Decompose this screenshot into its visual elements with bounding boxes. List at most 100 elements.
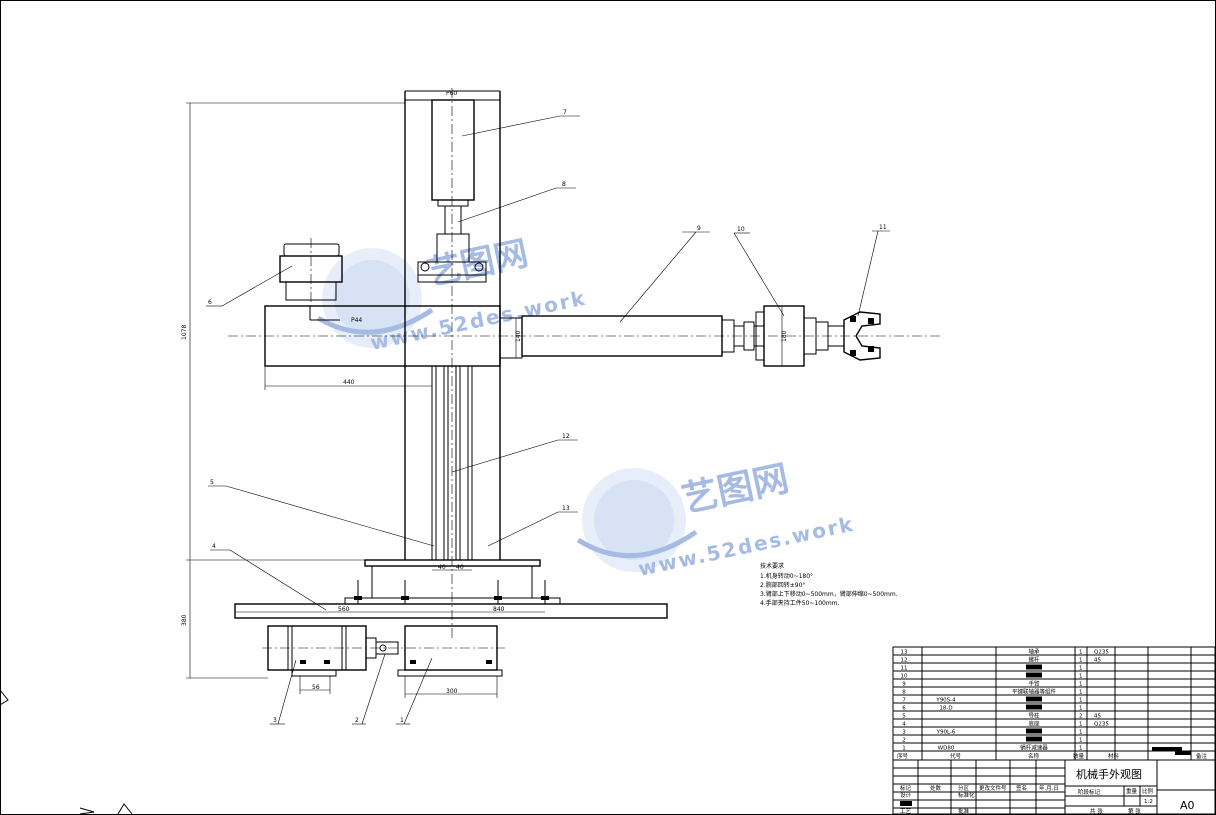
dim-top-width: P60: [446, 90, 457, 97]
hdr-remark: 备注: [1196, 752, 1208, 760]
tb-label-mark: 标记: [900, 784, 912, 792]
dimension-texts: P60 1078 380 P44 440 140 180 40 40 560 8…: [181, 90, 788, 695]
guide-columns: [431, 366, 473, 560]
tb-role-approve: 批准: [958, 807, 970, 815]
dim-base-right: 840: [493, 606, 505, 613]
hdr-code: 代号: [950, 752, 962, 760]
parts-cell-no: 12: [901, 658, 908, 664]
parts-cell-material: 45: [1094, 658, 1101, 664]
balloon-4: 4: [212, 543, 216, 550]
balloon-1: 1: [400, 717, 404, 724]
tech-item-3: 3.臂部上下移动0~500mm，臂部伸缩0~500mm.: [760, 590, 898, 598]
dim-base-height: 380: [181, 614, 188, 626]
watermark-lower: 艺图网 www.52des.work: [576, 458, 857, 581]
parts-cell-qty: 1: [1079, 650, 1083, 656]
arm-housing: [228, 305, 940, 367]
parts-cell-name: 平键联轴器等组件: [1012, 688, 1057, 696]
tb-label-zone: 分区: [958, 784, 970, 792]
title-block: 标记 处数 分区 更改文件号 签名 年.月.日 设计 标准化 工艺 批准 机械手…: [892, 759, 1216, 815]
parts-cell-no: 3: [902, 730, 906, 736]
hdr-name: 名称: [1028, 752, 1040, 760]
tb-role-process: 工艺: [900, 808, 912, 815]
balloon-labels: 7 8 9 10 11 6 12 5 13 4 3 2 1: [208, 109, 887, 724]
column-frame: [404, 88, 501, 640]
tb-scale-label: 比例: [1142, 787, 1154, 795]
dim-motor-gap: 56: [312, 684, 320, 691]
parts-cell-name: 轴承: [1028, 648, 1040, 656]
parts-cell-qty: 1: [1079, 674, 1083, 680]
dim-base-left: 560: [338, 606, 350, 613]
parts-row: 3 Y90L-6 1: [902, 728, 1083, 736]
tb-label-count: 处数: [930, 784, 942, 792]
parts-cell-code: WD80: [938, 746, 955, 752]
parts-cell-name: 手臂: [1028, 680, 1040, 688]
watermark-brand-lower: 艺图网: [678, 458, 792, 521]
parts-cell-qty: 1: [1079, 682, 1083, 688]
dim-reducer-width: 300: [446, 688, 458, 695]
parts-cell-no: 9: [902, 682, 906, 688]
base-assembly: [234, 559, 668, 619]
parts-cell-no: 5: [902, 714, 906, 720]
parts-cell-qty: 2: [1079, 714, 1083, 720]
parts-cell-no: 11: [901, 666, 908, 672]
tb-role-std: 标准化: [958, 791, 975, 799]
parts-cell-code: Y90S-4: [935, 698, 956, 704]
parts-cell-name: 蜗杆减速器: [1020, 744, 1048, 752]
balloon-5: 5: [210, 479, 214, 486]
parts-cell-qty: 1: [1079, 658, 1083, 664]
parts-cell-qty: 1: [1079, 730, 1083, 736]
tb-label-change: 更改文件号: [979, 784, 1007, 792]
tb-sheet-no: 第 张: [1128, 807, 1141, 815]
parts-cell-qty: 1: [1079, 706, 1083, 712]
parts-cell-no: 1: [902, 746, 906, 752]
parts-cell-code: Y90L-6: [936, 730, 956, 736]
balloon-7: 7: [563, 109, 567, 116]
tb-drawing-title: 机械手外观图: [1076, 767, 1142, 781]
redacted-name: [1026, 704, 1042, 710]
redacted-name: [1026, 728, 1042, 734]
parts-header: 序号 代号 名称 数量 材料 备注: [897, 747, 1208, 760]
parts-cell-no: 10: [901, 674, 908, 680]
balloon-8: 8: [562, 181, 566, 188]
wrist-block: [755, 305, 817, 367]
hdr-qty: 数量: [1073, 752, 1085, 760]
gripper: [815, 311, 881, 361]
balloon-13: 13: [562, 505, 570, 512]
watermark-upper: 艺图网 www.52des.work: [316, 233, 589, 355]
dim-col-left: 40: [438, 564, 446, 571]
redacted-name: [1026, 736, 1042, 742]
tech-title: 技术要求: [760, 562, 784, 570]
parts-cell-no: 2: [902, 738, 906, 744]
parts-cell-material: Q235: [1094, 650, 1109, 656]
dim-col-right: 40: [456, 564, 464, 571]
parts-cell-no: 4: [902, 722, 906, 728]
balloon-11: 11: [879, 224, 887, 231]
balloon-12: 12: [562, 433, 570, 440]
corner-marks: [0, 689, 133, 815]
parts-cell-code: 18-D: [939, 706, 952, 712]
hdr-material: 材料: [1108, 752, 1120, 760]
tb-label-sign: 签名: [1016, 784, 1027, 792]
parts-cell-qty: 1: [1079, 698, 1083, 704]
parts-cell-qty: 1: [1079, 722, 1083, 728]
dim-arm-length: 440: [343, 379, 355, 386]
tb-sheets-total: 共 张: [1090, 807, 1103, 815]
arm-motor: [279, 238, 343, 306]
balloon-10: 10: [737, 226, 745, 233]
parts-cell-name: 导柱: [1028, 712, 1040, 720]
tb-scale-value: 1:2: [1144, 799, 1153, 805]
balloon-3: 3: [273, 717, 277, 724]
parts-cell-no: 7: [902, 698, 906, 704]
tb-role-design: 设计: [900, 791, 912, 799]
